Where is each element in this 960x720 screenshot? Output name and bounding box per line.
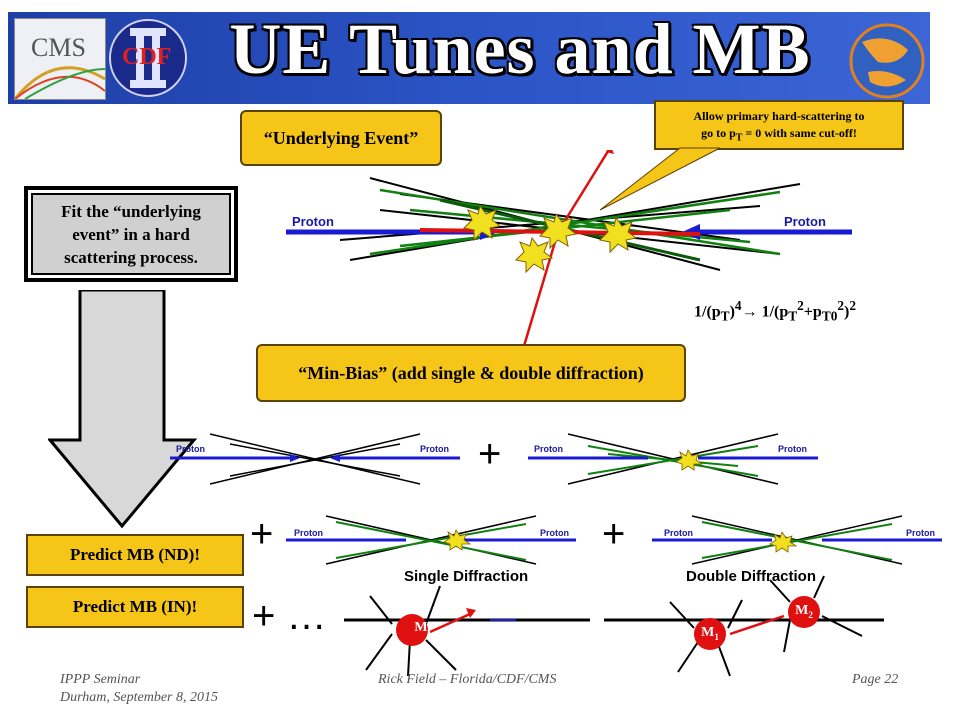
plus-sign-3: + — [602, 512, 626, 556]
min-bias-callout: “Min-Bias” (add single & double diffract… — [256, 344, 686, 402]
m-label: M — [414, 620, 428, 635]
florida-logo — [848, 22, 926, 100]
cdf-logo: CDF — [108, 18, 188, 98]
predict-in-box: Predict MB (IN)! — [26, 586, 244, 628]
small-proton-label-2a: Proton — [534, 444, 563, 454]
cdf-logo-text: CDF — [122, 44, 172, 70]
cutoff-formula: 1/(pT)4→ 1/(pT2+pT02)2 — [694, 298, 857, 324]
double-diffraction-label: Double Diffraction — [686, 568, 816, 585]
min-bias-text: “Min-Bias” (add single & double diffract… — [298, 363, 644, 383]
underlying-event-text: “Underlying Event” — [263, 128, 419, 148]
proton-right-label: Proton — [784, 214, 826, 229]
fit-text: Fit the “underlying event” in a hard sca… — [61, 202, 201, 267]
allow-primary-line2-post: = 0 with same cut-off! — [742, 126, 857, 140]
small-proton-label-3b: Proton — [540, 528, 569, 538]
small-proton-label-4b: Proton — [906, 528, 935, 538]
min-bias-diagram-1 — [170, 433, 460, 485]
footer-date: Durham, September 8, 2015 — [60, 690, 219, 705]
small-proton-label-4a: Proton — [664, 528, 693, 538]
predict-nd-box: Predict MB (ND)! — [26, 534, 244, 576]
footer-author: Rick Field – Florida/CDF/CMS — [378, 672, 557, 687]
cms-logo-graphic — [13, 66, 106, 100]
plus-sign-1: + — [478, 432, 502, 476]
footer-page: Page 22 — [852, 672, 899, 687]
small-proton-label-2b: Proton — [778, 444, 807, 454]
globe-icon — [849, 23, 925, 99]
cms-logo: CMS — [13, 18, 106, 100]
main-collision-diagram — [286, 150, 852, 347]
allow-primary-line1: Allow primary hard-scattering to — [693, 109, 865, 123]
single-diffraction-collision — [286, 515, 576, 565]
allow-primary-line2-sub: T — [735, 132, 743, 144]
min-bias-diagram-2 — [528, 433, 818, 485]
m1-label: M1 — [701, 625, 719, 642]
double-diffraction-diagram — [604, 575, 884, 677]
proton-left-label: Proton — [292, 214, 334, 229]
callout-pointer — [599, 147, 720, 211]
small-proton-label-1a: Proton — [176, 444, 205, 454]
slide-title: UE Tunes and MB — [229, 9, 811, 89]
allow-primary-callout: Allow primary hard-scattering to go to p… — [654, 100, 904, 150]
cms-logo-text: CMS — [31, 33, 86, 62]
small-proton-label-1b: Proton — [420, 444, 449, 454]
predict-nd-text: Predict MB (ND)! — [70, 545, 200, 564]
single-diffraction-label: Single Diffraction — [404, 568, 529, 585]
double-diffraction-collision — [652, 515, 942, 565]
fit-underlying-event-box: Fit the “underlying event” in a hard sca… — [24, 186, 238, 282]
m2-label: M2 — [795, 603, 813, 620]
underlying-event-callout: “Underlying Event” — [240, 110, 442, 166]
plus-dots: + … — [252, 594, 327, 638]
allow-primary-line2: go to pT = 0 with same cut-off! — [656, 125, 902, 146]
plus-sign-2: + — [250, 512, 274, 556]
cdf-logo-graphic — [109, 19, 187, 97]
single-diffraction-diagram — [344, 585, 590, 677]
down-arrow-icon — [48, 290, 198, 529]
footer-seminar: IPPP Seminar — [60, 672, 141, 687]
small-proton-label-3a: Proton — [294, 528, 323, 538]
predict-in-text: Predict MB (IN)! — [72, 597, 198, 616]
allow-primary-line2-pre: go to p — [701, 126, 736, 140]
